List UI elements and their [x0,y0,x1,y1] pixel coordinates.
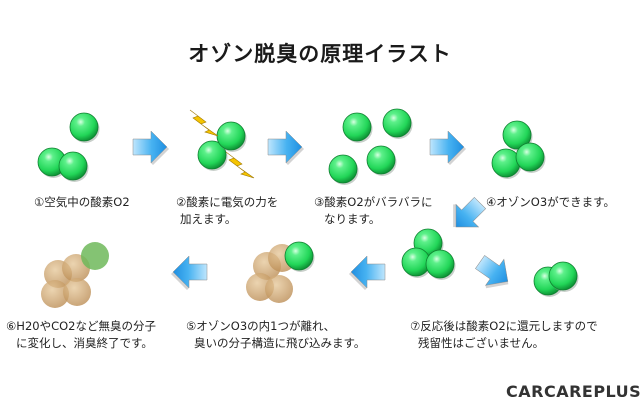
step7-caption-line2: 残留性はございません。 [418,336,545,350]
step3-caption-line2: なります。 [324,212,381,226]
step6-caption-line2: に変化し、消臭終了です。 [16,336,153,350]
oxygen-atom [342,112,373,144]
step6-odorless-molecules [41,242,109,308]
arrow-right-icon [429,130,467,166]
step5-caption-line1: ⑤オゾンO3の内1つが離れ、 [186,319,336,333]
arrow-left-icon [170,255,208,291]
step3-caption: ③酸素O2がバラバラに なります。 [314,194,433,228]
ozone-lower-molecule [401,228,456,281]
step5-odor-with-oxygen [246,241,315,303]
step1-caption: ①空気中の酸素O2 [34,194,130,211]
step3-caption-line1: ③酸素O2がバラバラに [314,195,433,209]
step4-caption-line1: ④オゾンO3ができます。 [486,195,616,209]
arrow-down-left-icon [441,189,492,241]
step2-electrified-oxygen [189,109,255,179]
step2-caption-line1: ②酸素に電気の力を [176,195,279,209]
step5-caption: ⑤オゾンO3の内1つが離れ、 臭いの分子構造に飛び込みます。 [186,318,365,352]
brand-logo: CARCAREPLUS [506,382,640,401]
lightning-icon [189,109,255,179]
oxygen-atom [328,154,359,186]
odor-molecule [265,275,293,303]
step2-caption-line2: 加えます。 [180,212,237,226]
step3-separated-oxygen [328,108,413,186]
step7-caption-line1: ⑦反応後は酸素O2に還元しますので [410,319,598,333]
step5-caption-line2: 臭いの分子構造に飛び込みます。 [194,336,366,350]
arrow-right-icon [132,130,170,166]
step6-caption: ⑥H20やCO2など無臭の分子 に変化し、消臭終了です。 [6,318,156,352]
arrow-left-icon [348,255,386,291]
oxygen-atom [425,249,456,281]
oxygen-atom [366,145,397,177]
oxygen-atom [69,112,100,144]
diagram-title: オゾン脱臭の原理イラスト [188,42,452,66]
oxygen-atom [81,242,109,270]
step6-caption-line1: ⑥H20やCO2など無臭の分子 [6,319,156,333]
step4-caption: ④オゾンO3ができます。 [486,194,615,211]
odor-molecule [63,278,91,306]
oxygen-atom [58,151,89,183]
step1-oxygen-molecules [37,112,100,183]
arrow-down-right-icon [469,248,520,298]
arrow-right-icon [267,130,305,166]
step2-caption: ②酸素に電気の力を 加えます。 [176,194,278,228]
step4-ozone-molecule [491,120,546,180]
step7-caption: ⑦反応後は酸素O2に還元しますので 残留性はございません。 [410,318,598,352]
step7-oxygen-molecule [533,261,579,298]
step1-caption-line1: ①空気中の酸素O2 [34,195,130,209]
oxygen-atom [382,108,413,140]
